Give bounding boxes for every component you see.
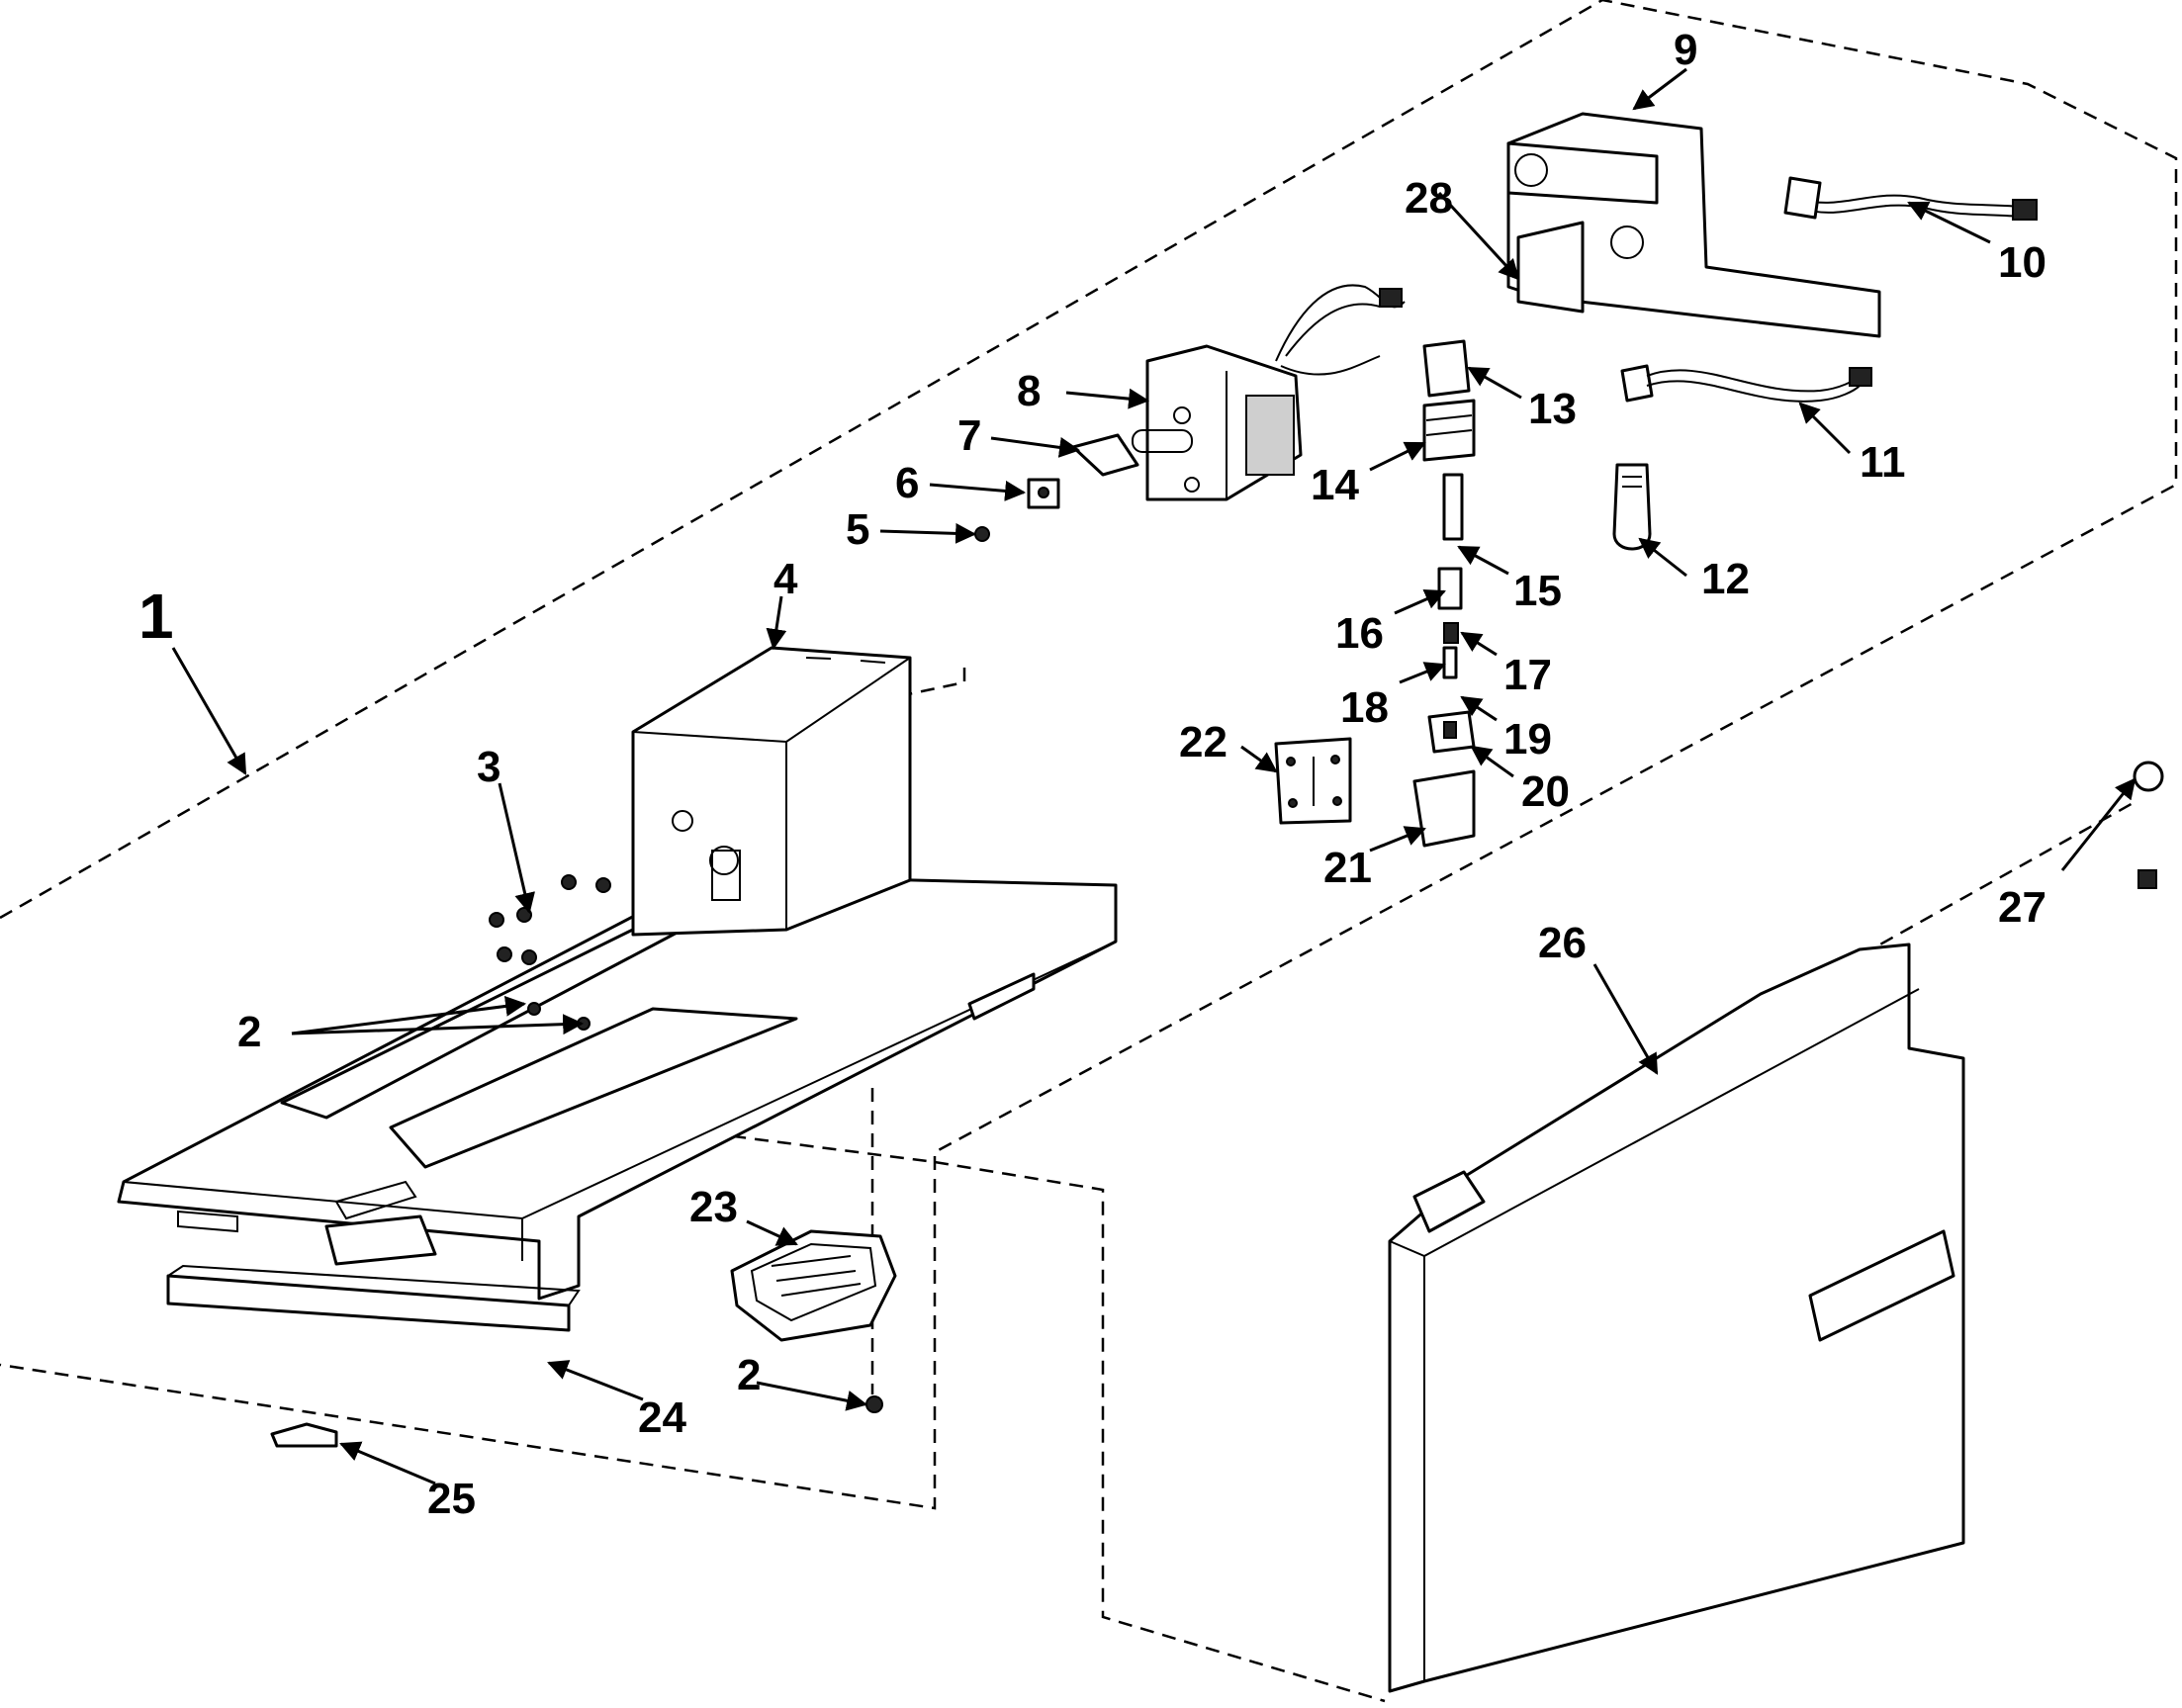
callout-11: 11	[1860, 438, 1906, 487]
part-5-nut	[974, 526, 990, 542]
part-28-plate	[1516, 221, 1585, 314]
callout-20: 20	[1521, 767, 1570, 816]
part-10-harness	[1783, 176, 2038, 221]
callout-3: 3	[477, 743, 500, 791]
callout-13: 13	[1528, 385, 1577, 433]
part-17-spring	[1443, 622, 1459, 644]
part-6-clip	[1027, 478, 1060, 509]
callout-1: 1	[138, 581, 174, 652]
callout-9: 9	[1674, 26, 1697, 74]
part-13-solenoid	[1422, 339, 1471, 398]
callout-15: 15	[1513, 567, 1562, 615]
callout-2-lower: 2	[737, 1351, 761, 1399]
callout-10: 10	[1998, 238, 2046, 287]
assembly-boundary-1	[0, 0, 2178, 1510]
callout-labels: 1 2 2 3 4 5 6 7 8 9 10 11 12 13 14 15 16…	[138, 26, 2046, 1523]
part-26-front-panel	[1388, 943, 1965, 1693]
part-12-bulb	[1612, 463, 1652, 551]
callout-21: 21	[1323, 844, 1372, 892]
callout-28: 28	[1405, 174, 1453, 223]
part-7-bracket	[1071, 433, 1139, 477]
part-24-rail	[166, 1264, 581, 1332]
callout-16: 16	[1335, 609, 1384, 658]
part-25-pad	[270, 1422, 338, 1448]
part-14-block	[1422, 399, 1476, 462]
leader-lines	[171, 67, 2137, 1485]
callout-22: 22	[1179, 718, 1227, 766]
callout-4: 4	[773, 555, 798, 603]
callout-6: 6	[895, 459, 919, 507]
callout-23: 23	[689, 1183, 738, 1231]
part-22-plate	[1274, 737, 1352, 825]
callout-26: 26	[1538, 919, 1587, 967]
part-27-fastener	[2133, 761, 2164, 889]
callout-2-upper: 2	[237, 1008, 261, 1056]
part-16-sleeve	[1437, 567, 1463, 610]
callout-12: 12	[1701, 555, 1750, 603]
part-14-rod	[1442, 473, 1464, 541]
part-2-screw-lower	[865, 1395, 883, 1413]
callout-19: 19	[1503, 715, 1552, 764]
callout-27: 27	[1998, 883, 2046, 932]
part-21-bracket	[1412, 769, 1476, 848]
callout-18: 18	[1340, 683, 1389, 732]
callout-24: 24	[638, 1393, 686, 1442]
part-8-motor	[1132, 284, 1406, 501]
part-4-base-tray	[117, 646, 1118, 1301]
part-23-cover	[730, 1229, 897, 1342]
part-18-pin	[1442, 646, 1458, 679]
callout-25: 25	[427, 1475, 476, 1523]
callout-7: 7	[957, 411, 981, 460]
callout-5: 5	[846, 505, 869, 554]
part-11-harness	[1620, 364, 1872, 403]
callout-8: 8	[1017, 367, 1041, 415]
callout-14: 14	[1311, 461, 1359, 509]
part-20-holder	[1427, 710, 1476, 754]
callout-17: 17	[1503, 651, 1552, 699]
